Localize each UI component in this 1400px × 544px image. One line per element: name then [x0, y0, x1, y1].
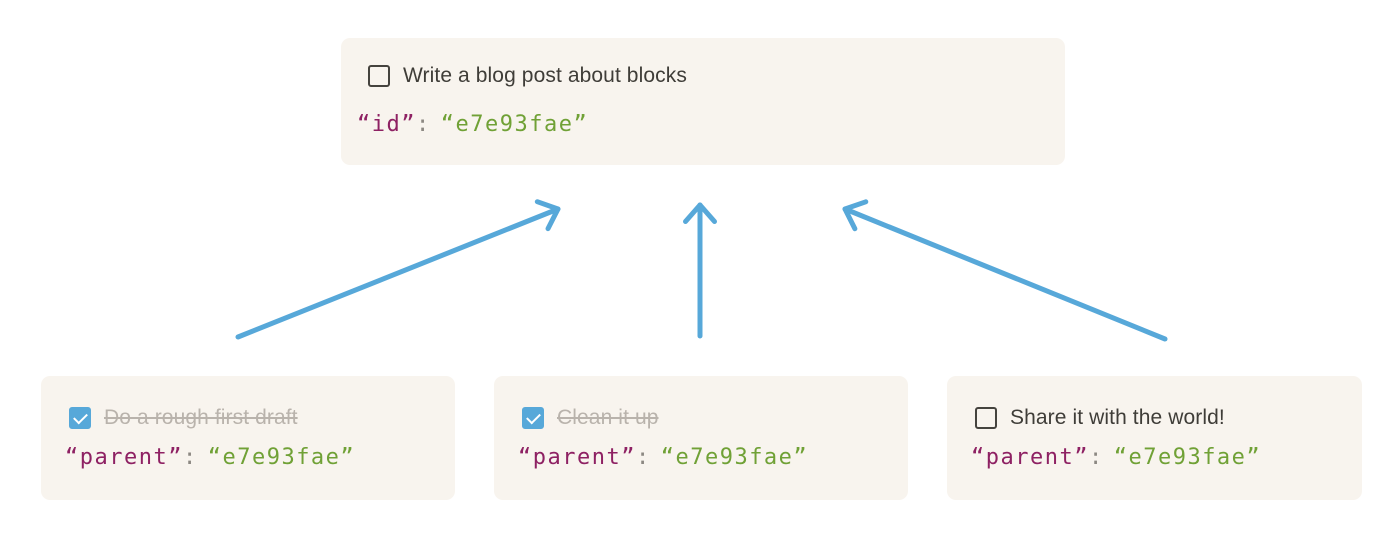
block-id-code: “id”: “e7e93fae” [341, 111, 1065, 139]
json-colon: : [635, 445, 651, 470]
arrowhead-icon [534, 199, 561, 232]
task-row: Share it with the world! [947, 404, 1362, 432]
json-colon: : [415, 112, 431, 137]
block-parent-code: “parent”: “e7e93fae” [494, 444, 908, 472]
task-row: Clean it up [494, 404, 908, 432]
checkmark-icon [73, 409, 88, 425]
task-checkbox[interactable] [975, 407, 997, 429]
parent-arrow [842, 199, 1168, 342]
task-checkbox[interactable] [522, 407, 544, 429]
child-block-card: Share it with the world! “parent”: “e7e93… [947, 376, 1362, 500]
json-key: “id” [357, 112, 416, 137]
child-block-card: Do a rough first draft “parent”: “e7e93fa… [41, 376, 455, 500]
json-value: “e7e93fae” [660, 445, 809, 470]
json-key: “parent” [518, 445, 636, 470]
task-checkbox[interactable] [69, 407, 91, 429]
task-title: Share it with the world! [1010, 406, 1225, 429]
task-row: Do a rough first draft [41, 404, 455, 432]
json-value: “e7e93fae” [207, 445, 356, 470]
task-row: Write a blog post about blocks [341, 62, 1065, 90]
parent-block-card: Write a blog post about blocks “id”: “e7e… [341, 38, 1065, 165]
json-colon: : [182, 445, 198, 470]
json-value: “e7e93fae” [1113, 445, 1262, 470]
parent-arrow [235, 199, 561, 340]
parent-arrow [683, 202, 717, 339]
json-key: “parent” [971, 445, 1089, 470]
block-parent-code: “parent”: “e7e93fae” [41, 444, 455, 472]
block-parent-code: “parent”: “e7e93fae” [947, 444, 1362, 472]
task-title: Clean it up [557, 406, 659, 429]
json-key: “parent” [65, 445, 183, 470]
arrowhead-icon [842, 199, 869, 232]
task-title: Do a rough first draft [104, 406, 298, 429]
task-title: Write a blog post about blocks [403, 64, 687, 87]
child-block-card: Clean it up “parent”: “e7e93fae” [494, 376, 908, 500]
arrowhead-icon [683, 202, 717, 224]
json-colon: : [1088, 445, 1104, 470]
json-value: “e7e93fae” [440, 112, 589, 137]
task-checkbox[interactable] [368, 65, 390, 87]
checkmark-icon [526, 409, 541, 425]
